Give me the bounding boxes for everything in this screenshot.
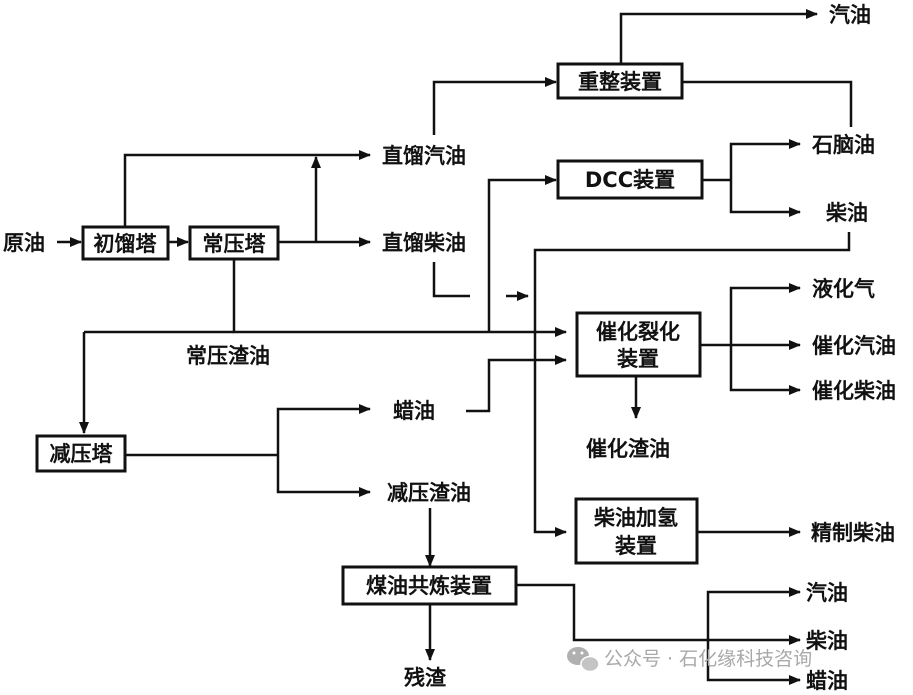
fcc-unit-label-line2: 装置 bbox=[617, 347, 659, 371]
arrow-coprocessing-to-wax-oil bbox=[706, 640, 801, 685]
arrow-dcc-to-naphtha bbox=[729, 139, 801, 180]
coprocess-gasoline-label: 汽油 bbox=[806, 581, 848, 605]
coprocess-diesel-label: 柴油 bbox=[805, 629, 848, 653]
vacuum-tower-box bbox=[35, 434, 127, 473]
dcc-unit-box bbox=[556, 159, 704, 200]
fcc-slurry-label: 催化渣油 bbox=[586, 437, 670, 461]
dcc-diesel-label: 柴油 bbox=[825, 201, 868, 225]
arrow-residue-to-dcc bbox=[487, 175, 557, 332]
flow-connectors bbox=[57, 9, 853, 685]
reforming-unit-box bbox=[556, 62, 684, 100]
watermark: 公众号 · 石化缘科技咨询 bbox=[567, 647, 812, 673]
wechat-icon bbox=[567, 647, 600, 673]
initial-distillation-tower-label: 初馏塔 bbox=[94, 232, 158, 256]
arrow-wax-oil-to-fcc bbox=[466, 355, 567, 413]
residue-label: 残渣 bbox=[404, 666, 447, 690]
arrow-initial-tower-to-gasoline bbox=[123, 150, 371, 228]
node-labels: 原油 初馏塔 常压塔 直馏汽油 直馏柴油 常压渣油 重整装置 汽油 DCC装置 … bbox=[3, 3, 896, 693]
atmospheric-tower-label: 常压塔 bbox=[203, 232, 267, 256]
line-reforming-to-naphtha bbox=[682, 80, 853, 127]
atmospheric-residue-label: 常压渣油 bbox=[186, 344, 270, 368]
arrow-coprocessing-to-gasoline bbox=[706, 587, 801, 640]
vacuum-tower-label: 减压塔 bbox=[50, 442, 114, 466]
straight-run-diesel-label: 直馏柴油 bbox=[382, 231, 466, 255]
refined-diesel-label: 精制柴油 bbox=[811, 521, 895, 545]
fcc-unit-label-line1: 催化裂化 bbox=[596, 320, 680, 344]
crude-oil-label: 原油 bbox=[3, 231, 45, 255]
process-units bbox=[35, 62, 704, 606]
arrow-fcc-to-diesel bbox=[729, 345, 801, 395]
arrow-reforming-to-gasoline bbox=[619, 9, 818, 64]
coal-oil-coprocessing-label: 煤油共炼装置 bbox=[366, 574, 492, 598]
reforming-unit-label: 重整装置 bbox=[578, 70, 662, 94]
arrow-coprocessing-to-diesel bbox=[516, 583, 801, 645]
liquefied-gas-label: 液化气 bbox=[812, 277, 875, 301]
arrow-vacuum-to-wax-oil bbox=[276, 404, 371, 455]
straight-run-gasoline-label: 直馏汽油 bbox=[382, 144, 466, 168]
vacuum-residue-label: 减压渣油 bbox=[387, 481, 471, 505]
arrow-gasoline-to-reforming bbox=[432, 77, 557, 135]
arrow-fcc-to-lpg bbox=[700, 283, 801, 347]
watermark-text: 公众号 · 石化缘科技咨询 bbox=[604, 648, 812, 670]
arrow-vacuum-to-residue bbox=[276, 455, 371, 497]
fcc-unit-box bbox=[575, 311, 702, 378]
reforming-gasoline-label: 汽油 bbox=[829, 3, 871, 27]
arrow-dcc-to-diesel bbox=[729, 180, 801, 217]
coal-oil-coprocessing-box bbox=[341, 565, 518, 606]
atmospheric-tower-box bbox=[188, 225, 280, 261]
fcc-gasoline-label: 催化汽油 bbox=[812, 334, 896, 358]
diesel-hydrotreating-label-line1: 柴油加氢 bbox=[593, 506, 678, 530]
coprocess-wax-oil-label: 蜡油 bbox=[806, 669, 848, 693]
fcc-diesel-label: 催化柴油 bbox=[812, 379, 896, 403]
line-straight-run-diesel-down bbox=[432, 262, 470, 298]
diesel-hydrotreating-box bbox=[574, 497, 699, 565]
diesel-hydrotreating-label-line2: 装置 bbox=[615, 534, 657, 558]
wax-oil-label: 蜡油 bbox=[393, 399, 435, 423]
naphtha-label: 石脑油 bbox=[811, 133, 875, 157]
arrow-diesel-to-hydrotreating bbox=[533, 232, 851, 537]
dcc-unit-label: DCC装置 bbox=[585, 168, 675, 192]
initial-distillation-tower-box bbox=[81, 225, 170, 261]
